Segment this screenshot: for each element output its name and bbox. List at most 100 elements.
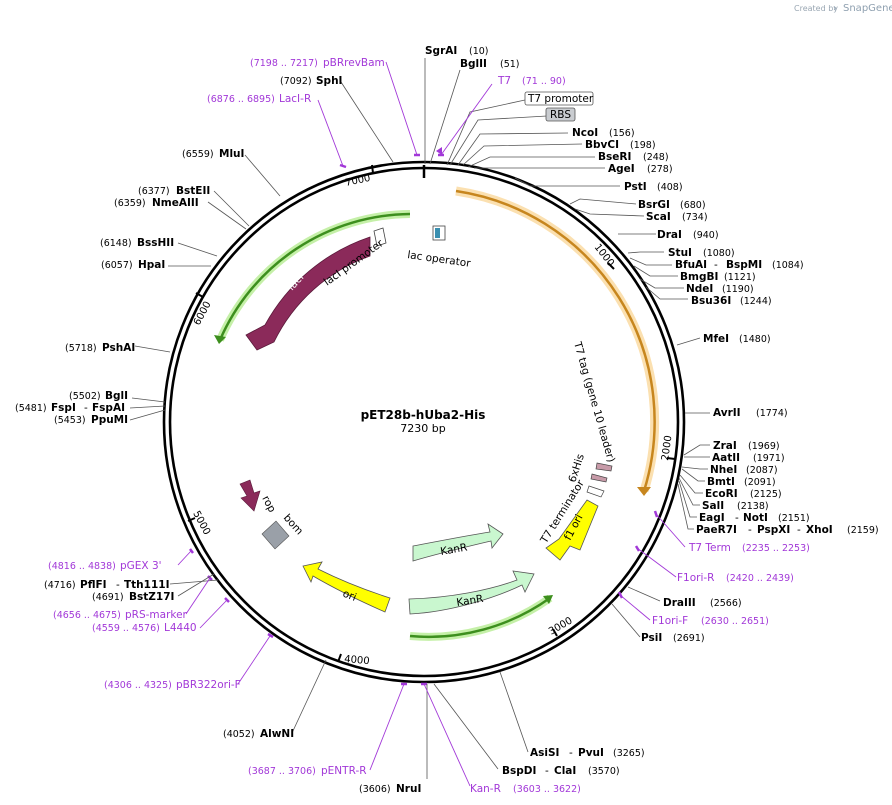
enzyme-bspdi[interactable]: BspDI — [502, 765, 536, 777]
primer-pbrrevbam-range: (7198 .. 7217) — [250, 58, 318, 69]
primer-kan-r[interactable]: Kan-R — [470, 783, 501, 795]
primer-l4440-range: (4559 .. 4576) — [92, 623, 160, 634]
primer-f1ori-f[interactable]: F1ori-F — [652, 615, 688, 627]
enzyme-bglii[interactable]: BglII — [460, 58, 487, 70]
kanr-lower-label: KanR — [456, 593, 485, 609]
enzyme-hpai-pos: (6057) — [101, 260, 133, 271]
enzyme-aatii-pos: (1971) — [753, 453, 785, 464]
enzyme-psii[interactable]: PsiI — [641, 632, 662, 644]
enzyme-bfuai[interactable]: BfuAI — [675, 259, 707, 271]
enzyme-sali[interactable]: SalI — [702, 500, 724, 512]
enzyme-bseri[interactable]: BseRI — [598, 151, 631, 163]
enzyme-nhei-pos: (2087) — [746, 465, 778, 476]
enzyme-nmeaiii[interactable]: NmeAIII — [152, 197, 199, 209]
enzyme-ppumi[interactable]: PpuMI — [91, 414, 128, 426]
enzyme-bmgbi[interactable]: BmgBI — [680, 271, 718, 283]
enzyme-pvui[interactable]: PvuI — [578, 747, 604, 759]
t7-tag-label: T7 tag (gene 10 leader) — [571, 340, 617, 464]
primer-t7-term[interactable]: T7 Term — [688, 542, 731, 554]
enzyme-pshai[interactable]: PshAI — [102, 342, 135, 354]
mark-pbr322ori-f — [267, 632, 274, 639]
leader-bsu36i — [645, 286, 688, 300]
enzyme-ecori[interactable]: EcoRI — [705, 488, 738, 500]
ori-label: ori — [341, 588, 358, 604]
enzyme-ncoi[interactable]: NcoI — [572, 127, 598, 139]
enzyme-bsshii[interactable]: BssHII — [137, 237, 174, 249]
primer-f1ori-r[interactable]: F1ori-R — [677, 572, 714, 584]
bom-box — [261, 520, 290, 550]
enzyme-draiii[interactable]: DraIII — [663, 597, 696, 609]
enzyme-pflfi[interactable]: PflFI — [80, 579, 107, 591]
enzyme-nhei[interactable]: NheI — [710, 464, 737, 476]
enzyme-bsu36i[interactable]: Bsu36I — [691, 295, 731, 307]
leader-t7-promoter — [446, 99, 526, 166]
enzyme-aatii[interactable]: AatII — [712, 452, 740, 464]
enzyme-hpai[interactable]: HpaI — [138, 259, 165, 271]
enzyme-bstz17i[interactable]: BstZ17I — [129, 591, 174, 603]
enzyme-sphi[interactable]: SphI — [316, 75, 342, 87]
enzyme-bbvci-pos: (198) — [630, 140, 656, 151]
enzyme-drai[interactable]: DraI — [657, 229, 682, 241]
enzyme-bbvci[interactable]: BbvCI — [585, 139, 619, 151]
primer-pbrrevbam[interactable]: pBRrevBam — [323, 57, 385, 69]
enzyme-alwni[interactable]: AlwNI — [260, 728, 294, 740]
enzyme-bspmi[interactable]: BspMI — [726, 259, 762, 271]
primer-pgex3[interactable]: pGEX 3' — [120, 560, 162, 572]
enzyme-psti[interactable]: PstI — [624, 181, 647, 193]
enzyme-agei-pos: (278) — [647, 164, 673, 175]
enzyme-mlui-pos: (6559) — [182, 149, 214, 160]
primer-pentr-r[interactable]: pENTR-R — [321, 765, 367, 777]
f1-ori-arrow — [545, 499, 599, 561]
enzyme-paer7i-sep: - — [748, 524, 752, 536]
leader-pflfi — [169, 579, 219, 585]
enzyme-nrui-pos: (3606) — [359, 784, 391, 795]
enzyme-avrii[interactable]: AvrII — [713, 407, 741, 419]
leader-asisi — [499, 671, 529, 753]
enzyme-pflfi-sep: - — [116, 579, 120, 591]
enzyme-mfei[interactable]: MfeI — [703, 333, 729, 345]
rbs-box[interactable] — [545, 107, 576, 122]
leader-pbr322ori-f — [237, 635, 271, 685]
primer-pbr322ori-f[interactable]: pBR322ori-F — [176, 679, 241, 691]
enzyme-bsrgi[interactable]: BsrGI — [638, 199, 670, 211]
enzyme-agei[interactable]: AgeI — [608, 163, 635, 175]
enzyme-pspxi[interactable]: PspXI — [757, 524, 790, 536]
primer-t7[interactable]: T7 — [497, 75, 511, 87]
enzyme-pspxi-sep: - — [797, 524, 801, 536]
enzyme-ndei-pos: (1190) — [722, 284, 754, 295]
enzyme-bgli[interactable]: BglI — [105, 390, 128, 402]
enzyme-noti[interactable]: NotI — [743, 512, 768, 524]
enzyme-fspai[interactable]: FspAI — [92, 402, 125, 414]
enzyme-bmti[interactable]: BmtI — [707, 476, 735, 488]
primer-prs-marker[interactable]: pRS-marker — [125, 609, 188, 621]
t7-promoter-label: T7 promoter — [527, 93, 594, 105]
leader-sali — [678, 477, 700, 506]
enzyme-tth111i[interactable]: Tth111I — [124, 579, 169, 591]
primer-t7-range: (71 .. 90) — [522, 76, 566, 87]
enzyme-eagi[interactable]: EagI — [699, 512, 725, 524]
enzyme-sgrai[interactable]: SgrAI — [425, 45, 457, 57]
enzyme-clai[interactable]: ClaI — [554, 765, 576, 777]
enzyme-asisi-pos: (3265) — [613, 748, 645, 759]
tick-label-3000: 3000 — [547, 615, 575, 637]
enzyme-asisi[interactable]: AsiSI — [530, 747, 559, 759]
t7-terminator-box — [586, 485, 605, 498]
enzyme-paer7i[interactable]: PaeR7I — [696, 524, 737, 536]
enzyme-zrai[interactable]: ZraI — [713, 440, 737, 452]
enzyme-xhoi[interactable]: XhoI — [806, 524, 833, 536]
tick-6000 — [195, 292, 204, 298]
t7-promoter-box[interactable] — [524, 91, 594, 106]
enzyme-bsteii[interactable]: BstEII — [176, 185, 210, 197]
enzyme-fspi[interactable]: FspI — [51, 402, 76, 414]
enzyme-stui[interactable]: StuI — [668, 247, 692, 259]
laci-arrow — [245, 236, 371, 351]
enzyme-nrui[interactable]: NruI — [396, 783, 421, 795]
leader-mlui — [244, 154, 281, 197]
primer-laci-r[interactable]: LacI-R — [279, 93, 311, 105]
orf-orange-arc — [455, 189, 656, 492]
primer-l4440[interactable]: L4440 — [164, 622, 197, 634]
enzyme-scai[interactable]: ScaI — [646, 211, 671, 223]
tick-label-7000: 7000 — [344, 173, 371, 189]
enzyme-ndei[interactable]: NdeI — [686, 283, 713, 295]
enzyme-mlui[interactable]: MluI — [219, 148, 244, 160]
